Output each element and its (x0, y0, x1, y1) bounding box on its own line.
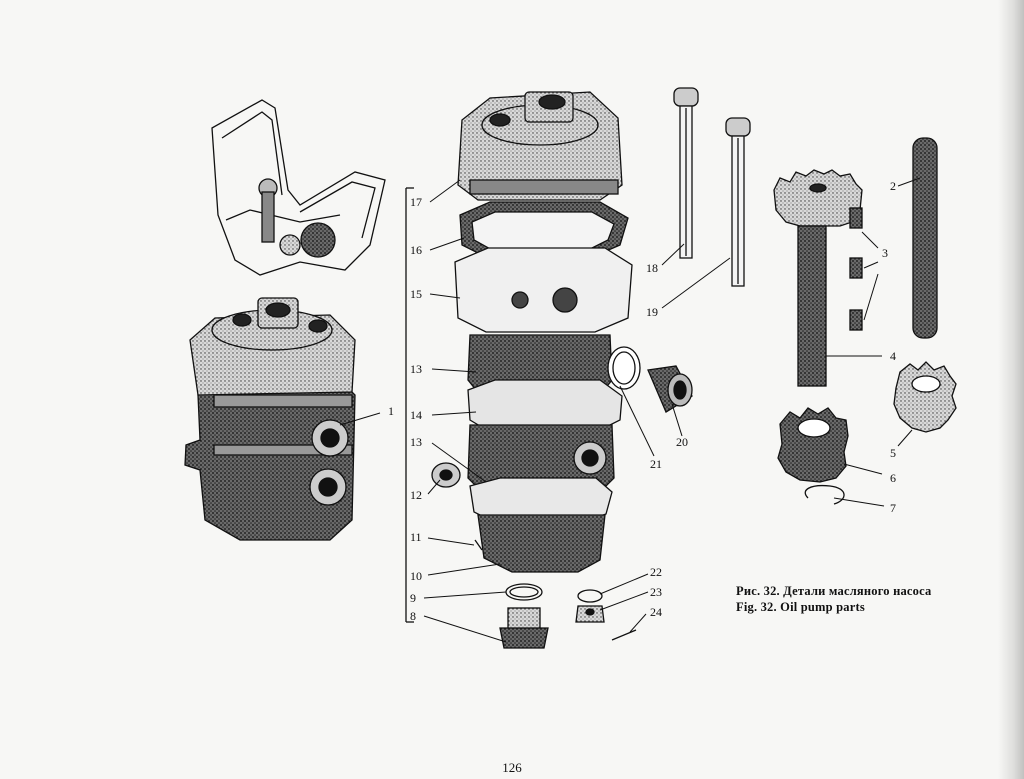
bolts-illustration (673, 87, 751, 287)
callout-label: 4 (890, 349, 896, 363)
caption-russian: Рис. 32. Детали масляного насоса (736, 584, 932, 598)
callout-label: 10 (410, 569, 422, 583)
callout-label: 12 (410, 488, 422, 502)
callout-label: 23 (650, 585, 662, 599)
assembled-pump-illustration (184, 297, 356, 541)
callout-label: 16 (410, 243, 422, 257)
callout-labels: 1 2 3 4 5 6 7 8 9 10 11 12 13 13 14 15 1… (388, 179, 896, 623)
callout-label: 13 (410, 435, 422, 449)
callout-label: 18 (646, 261, 658, 275)
callout-label: 22 (650, 565, 662, 579)
figure-caption: Рис. 32. Детали масляного насоса Fig. 32… (736, 583, 986, 615)
callout-label: 14 (410, 408, 422, 422)
callout-label: 8 (410, 609, 416, 623)
callout-label: 9 (410, 591, 416, 605)
callout-label: 7 (890, 501, 896, 515)
engine-mounting-illustration (211, 99, 386, 276)
callout-label: 3 (882, 246, 888, 260)
callout-label: 19 (646, 305, 658, 319)
leader-lines (339, 177, 921, 643)
scan-shadow-edge (998, 0, 1024, 779)
shaft-and-gears-illustration (773, 137, 957, 505)
callout-label: 1 (388, 404, 394, 418)
exploded-stack-illustration (431, 91, 693, 649)
callout-label: 11 (410, 530, 422, 544)
group-bracket (405, 187, 414, 623)
callout-label: 21 (650, 457, 662, 471)
callout-label: 13 (410, 362, 422, 376)
callout-label: 15 (410, 287, 422, 301)
page-number: 126 (502, 760, 522, 775)
callout-label: 20 (676, 435, 688, 449)
callout-label: 24 (650, 605, 662, 619)
callout-label: 2 (890, 179, 896, 193)
callout-label: 6 (890, 471, 896, 485)
caption-english: Fig. 32. Oil pump parts (736, 600, 865, 614)
callout-label: 5 (890, 446, 896, 460)
callout-label: 17 (410, 195, 422, 209)
